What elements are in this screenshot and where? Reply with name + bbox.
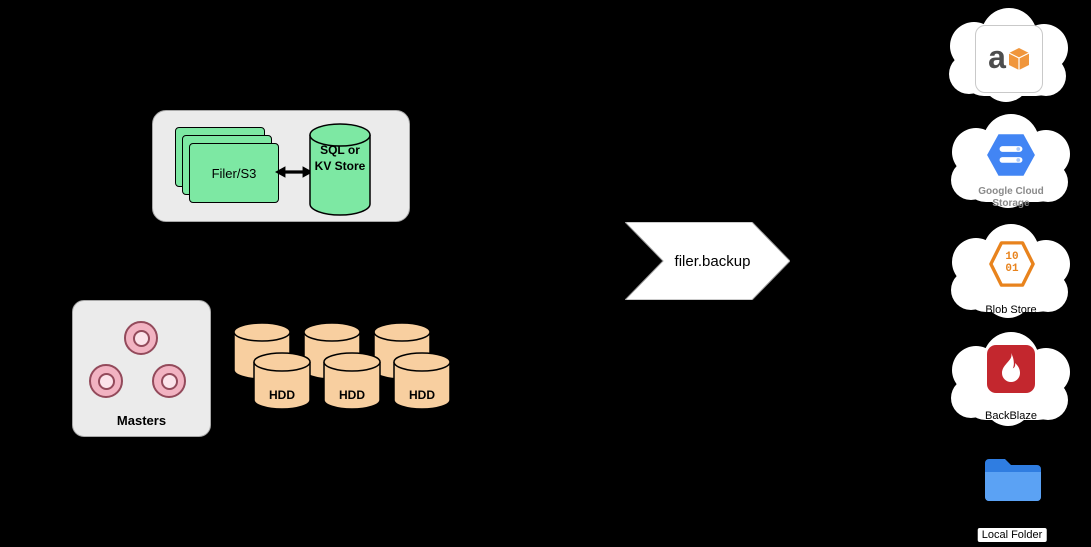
master-node xyxy=(152,364,186,398)
aws-cube-icon xyxy=(1008,48,1030,70)
google-cloud-icon xyxy=(987,134,1035,176)
filer-group-box: Filer/S3 SQL or KV Store xyxy=(152,110,410,222)
master-node-core xyxy=(132,329,150,347)
folder-shape xyxy=(985,459,1041,501)
cylinder-shape xyxy=(253,352,311,410)
aws-s3-icon: a xyxy=(975,25,1043,93)
filer-card-front: Filer/S3 xyxy=(189,143,279,203)
azure-blob-icon: 10 01 xyxy=(988,240,1036,288)
masters-label: Masters xyxy=(116,413,167,428)
hexagon-shape xyxy=(989,241,1035,287)
double-arrow-icon xyxy=(275,163,313,181)
sql-kv-store-cylinder: SQL or KV Store xyxy=(309,123,371,216)
hdd-label: HDD xyxy=(269,388,295,402)
cylinder-shape xyxy=(323,352,381,410)
hdd-label: HDD xyxy=(409,388,435,402)
master-node xyxy=(89,364,123,398)
destination-cloud-amazon-s3: a xyxy=(933,6,1085,106)
local-folder-label: Local Folder xyxy=(977,528,1047,542)
sql-kv-store-label: SQL or KV Store xyxy=(314,143,366,173)
master-node-core xyxy=(97,372,115,390)
filer-backup-label: filer.backup xyxy=(674,252,751,270)
filer-label: Filer/S3 xyxy=(211,165,257,181)
flame-icon xyxy=(1002,353,1020,382)
cylinder-shape xyxy=(309,123,371,216)
hdd-cylinder-front: HDD xyxy=(393,352,451,410)
gcs-label: Google Cloud Storage xyxy=(978,186,1044,209)
local-folder-icon xyxy=(983,452,1043,508)
hdd-cylinder-front: HDD xyxy=(253,352,311,410)
master-node xyxy=(124,321,158,355)
master-node-core xyxy=(160,372,178,390)
blob-binary-glyph: 10 01 xyxy=(1005,251,1019,275)
backblaze-icon xyxy=(987,345,1035,393)
hdd-label: HDD xyxy=(339,388,365,402)
destination-cloud-google-cloud-storage: Google Cloud Storage xyxy=(935,112,1087,212)
hdd-cylinder-front: HDD xyxy=(323,352,381,410)
amazon-a-glyph: a xyxy=(988,39,1006,75)
cloud-icon xyxy=(951,114,1070,208)
cloud-icon xyxy=(951,224,1070,318)
cylinder-shape xyxy=(393,352,451,410)
arrow-shape xyxy=(625,222,790,300)
blob-store-label: Blob Store xyxy=(985,304,1037,316)
destination-cloud-blob-store: 10 01 Blob Store xyxy=(935,222,1087,322)
filer-backup-arrow: filer.backup xyxy=(625,222,790,300)
masters-box: Masters xyxy=(72,300,211,437)
destination-cloud-backblaze: BackBlaze xyxy=(935,330,1087,430)
backblaze-label: BackBlaze xyxy=(985,410,1037,422)
